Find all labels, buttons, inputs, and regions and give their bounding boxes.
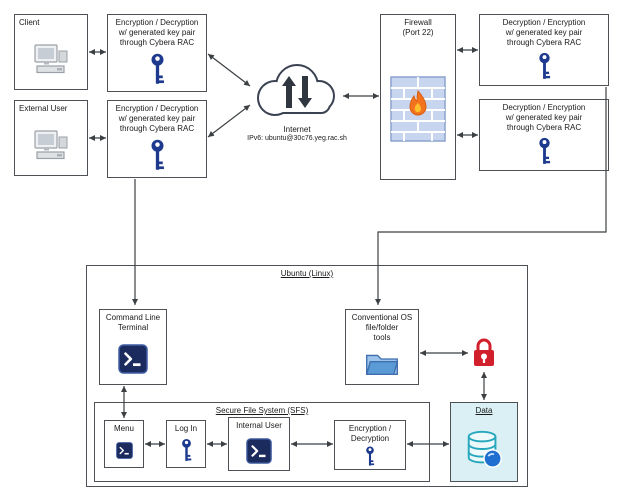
command-line-terminal-node: Command Line Terminal xyxy=(99,309,167,385)
command-line-terminal-label: Command Line Terminal xyxy=(105,313,161,332)
internal-user-node: Internal User xyxy=(228,417,290,471)
sfs-label: Secure File System (SFS) xyxy=(215,406,309,415)
computer-icon xyxy=(33,129,69,161)
client-node: Client xyxy=(14,14,88,90)
firewall-brick-icon xyxy=(390,75,446,142)
sfs-encryption-node: Encryption / Decryption xyxy=(334,420,406,470)
lock-icon xyxy=(474,338,494,366)
os-tools-label: Conventional OS file/folder tools xyxy=(351,313,413,342)
key-icon xyxy=(538,52,551,81)
computer-icon xyxy=(33,43,69,75)
encryption-external-node: Encryption / Decryption w/ generated key… xyxy=(107,100,207,178)
key-icon xyxy=(538,137,551,166)
data-node: Data xyxy=(450,402,518,482)
database-icon xyxy=(463,427,505,471)
firewall-label: Firewall (Port 22) xyxy=(402,18,434,37)
data-label: Data xyxy=(475,406,493,415)
login-node: Log In xyxy=(166,420,206,468)
folder-icon xyxy=(364,350,400,377)
decryption-top-label: Decryption / Encryption w/ generated key… xyxy=(502,18,586,47)
sfs-encryption-label: Encryption / Decryption xyxy=(348,424,392,443)
login-label: Log In xyxy=(174,424,198,433)
ubuntu-container: Ubuntu (Linux) xyxy=(86,265,528,487)
internal-user-label: Internal User xyxy=(236,421,282,430)
terminal-icon xyxy=(118,344,148,374)
cloud-transfer-icon xyxy=(257,64,335,116)
decryption-top-node: Decryption / Encryption w/ generated key… xyxy=(479,14,609,86)
key-icon xyxy=(181,438,192,463)
internet-node: Internet IPv6: ubuntu@30c76.yeg.rac.sh xyxy=(237,60,357,143)
key-icon xyxy=(150,53,165,86)
menu-node: Menu xyxy=(104,420,144,468)
terminal-icon xyxy=(246,438,272,464)
internet-label: Internet xyxy=(283,125,311,134)
key-icon xyxy=(150,139,165,172)
key-icon xyxy=(365,446,375,467)
menu-label: Menu xyxy=(113,424,134,433)
decryption-bottom-label: Decryption / Encryption w/ generated key… xyxy=(502,103,586,132)
encryption-client-label: Encryption / Decryption w/ generated key… xyxy=(115,18,199,47)
client-label: Client xyxy=(19,18,40,27)
internet-ipv6-address: IPv6: ubuntu@30c76.yeg.rac.sh xyxy=(247,135,347,142)
os-tools-node: Conventional OS file/folder tools xyxy=(345,309,419,385)
firewall-node: Firewall (Port 22) xyxy=(380,14,456,180)
encryption-client-node: Encryption / Decryption w/ generated key… xyxy=(107,14,207,92)
encryption-external-label: Encryption / Decryption w/ generated key… xyxy=(115,104,199,133)
decryption-bottom-node: Decryption / Encryption w/ generated key… xyxy=(479,99,609,171)
external-user-node: External User xyxy=(14,100,88,176)
external-user-label: External User xyxy=(19,104,68,113)
ubuntu-label: Ubuntu (Linux) xyxy=(280,269,334,278)
terminal-icon xyxy=(116,442,133,459)
lock-node xyxy=(470,336,498,372)
